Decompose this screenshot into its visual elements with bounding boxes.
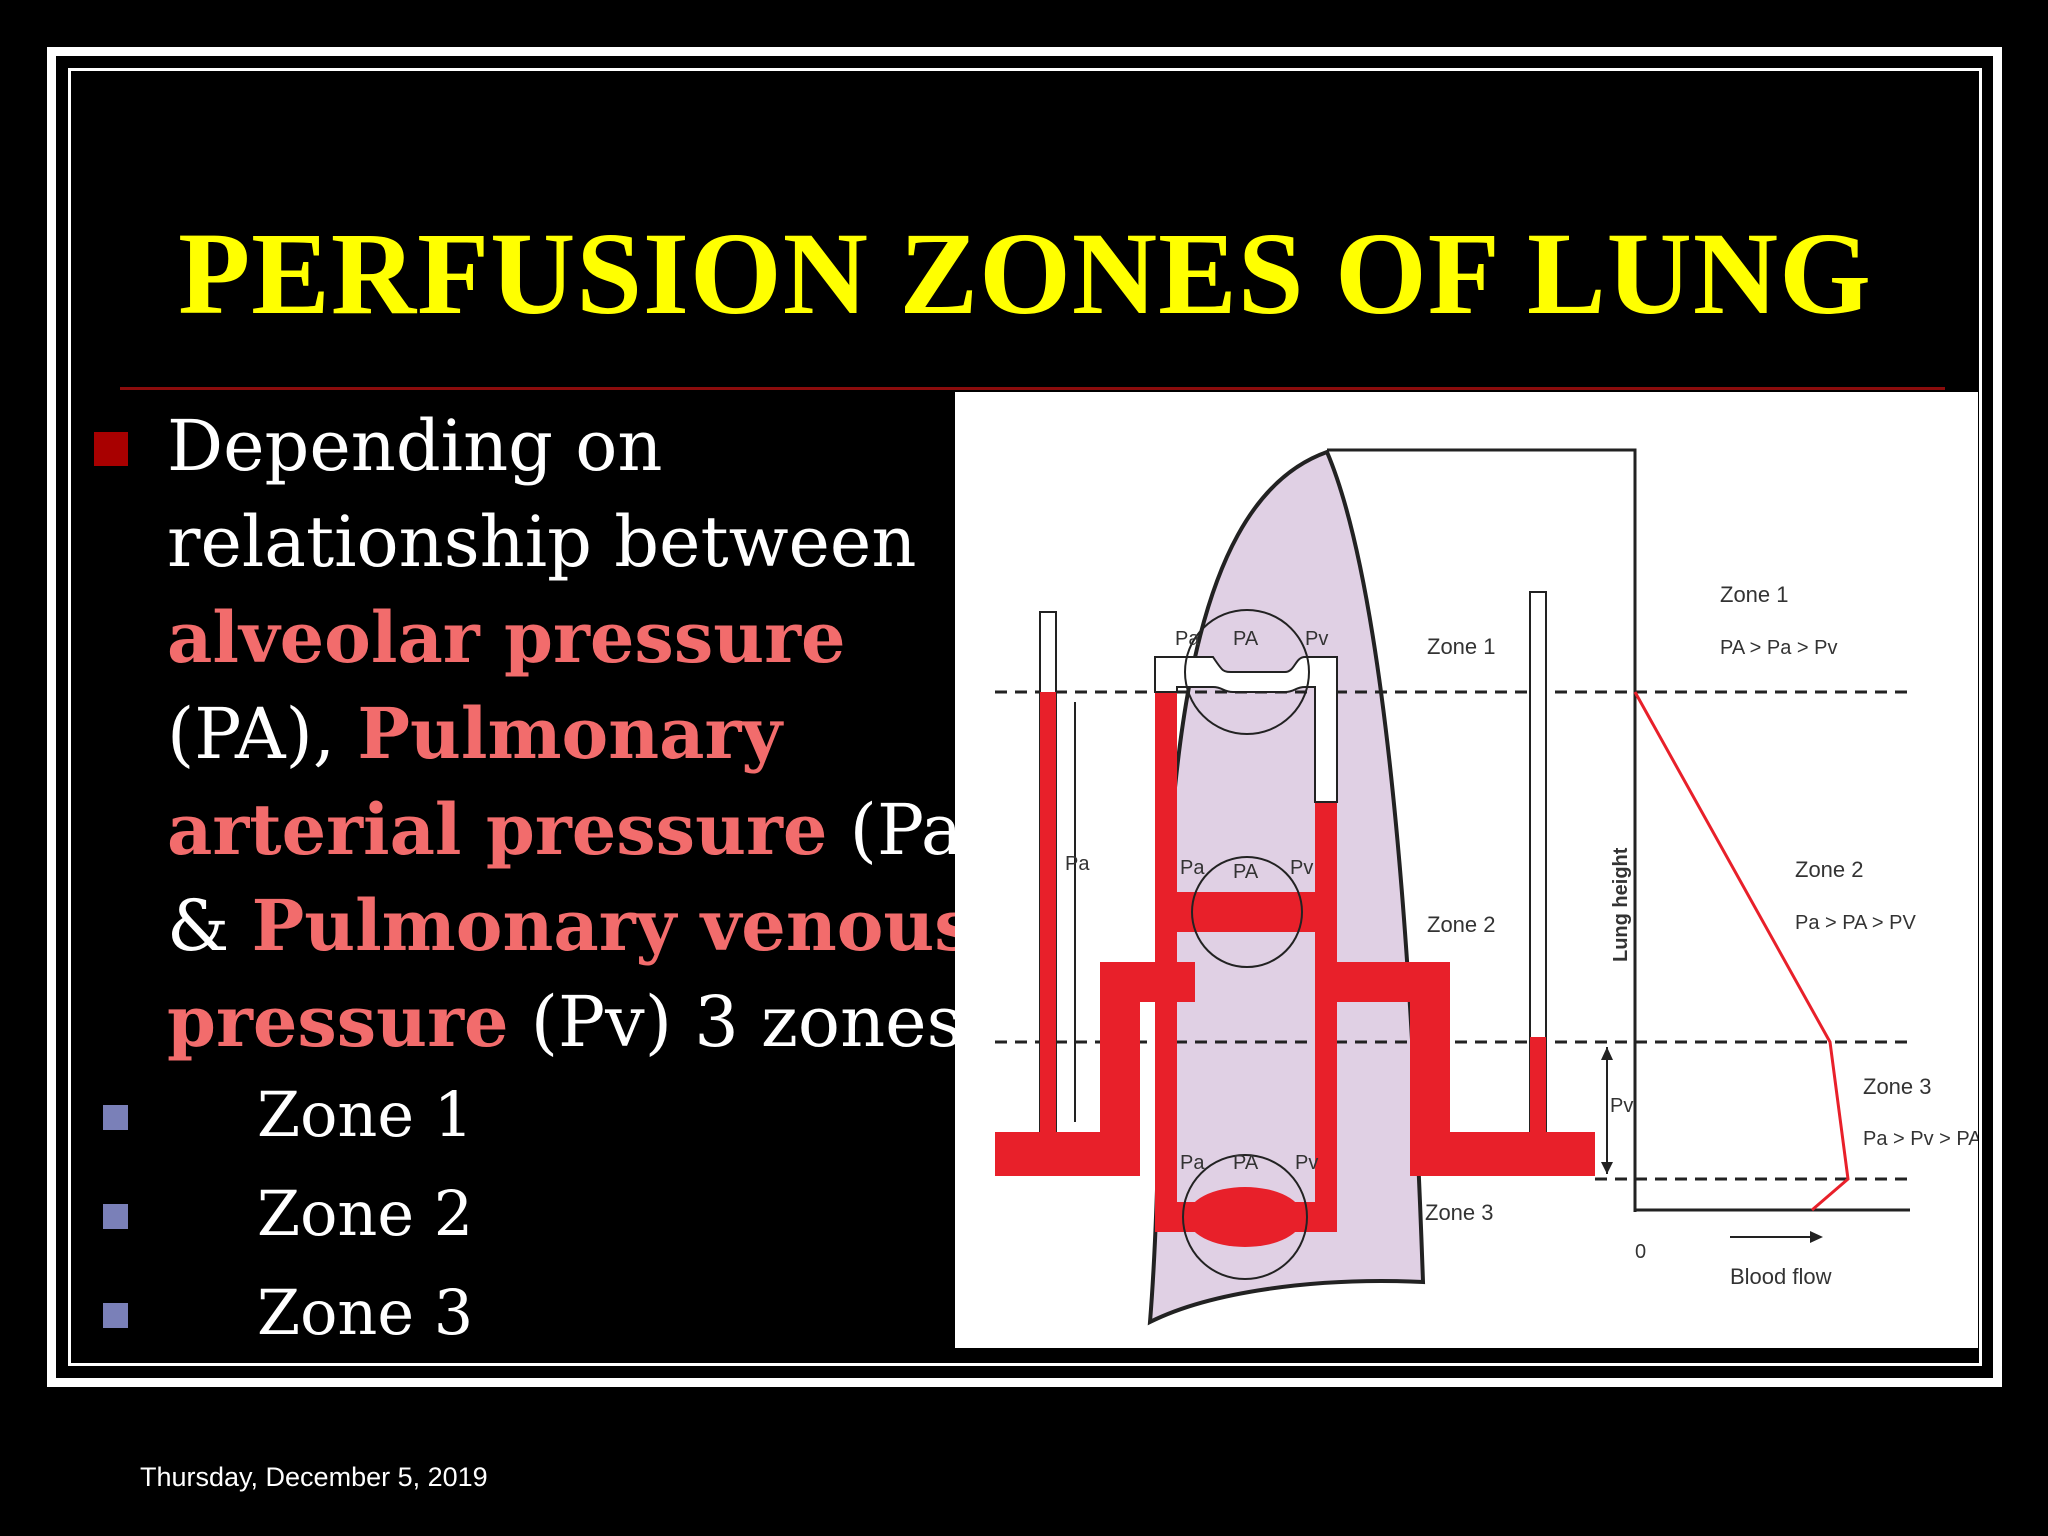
bullet-square-icon <box>94 432 128 466</box>
label-pv-zone-2: Pv <box>1290 857 1313 879</box>
highlight-pulmonary-venous-pressure: Pulmonary venous pressure <box>167 884 974 1063</box>
blood-flow-curve <box>1633 691 1850 1212</box>
label-zone-1: Zone 1 <box>1427 634 1496 659</box>
zone-2-alveolus <box>1191 856 1303 968</box>
zone-3-alveolus <box>1182 1154 1308 1280</box>
label-lung-height: Lung height <box>1610 847 1632 962</box>
label-PA-zone-1: PA <box>1233 628 1259 650</box>
sub-bullet-square-icon <box>103 1303 128 1328</box>
label-pv-zone-1: Pv <box>1305 628 1328 650</box>
condition-zone-1: PA > Pa > Pv <box>1720 637 1837 659</box>
main-bullet-text: Depending on relationship between alveol… <box>167 398 1027 1070</box>
pv-arrow-down-icon <box>1601 1162 1613 1174</box>
sub-bullet-label: Zone 2 <box>257 1177 474 1250</box>
sub-bullet-zone-2: Zone 2 <box>103 1169 603 1259</box>
condition-zone-2: Pa > PA > PV <box>1795 912 1916 934</box>
label-PA-zone-3: PA <box>1233 1152 1259 1174</box>
label-zone-3-right: Zone 3 <box>1863 1074 1932 1099</box>
slide-outer-border <box>47 47 2002 1387</box>
arterial-blood-column <box>1040 692 1056 1132</box>
label-blood-flow: Blood flow <box>1730 1264 1832 1289</box>
blood-vessel-network <box>995 692 1595 1232</box>
sub-bullet-zone-1: Zone 1 <box>103 1070 603 1160</box>
label-pv-measure: Pv <box>1610 1095 1633 1117</box>
label-zone-3: Zone 3 <box>1425 1200 1494 1225</box>
text-part: (Pv) 3 zones <box>508 981 963 1063</box>
slide-title: PERFUSION ZONES OF LUNG <box>178 208 1872 339</box>
zone-1-alveolus <box>1184 609 1310 735</box>
sub-bullet-square-icon <box>103 1204 128 1229</box>
condition-zone-3: Pa > Pv > PA <box>1863 1128 1978 1150</box>
zone-3-distended-capillary <box>1187 1187 1303 1247</box>
sub-bullet-zone-3: Zone 3 <box>103 1268 603 1358</box>
sub-bullet-label: Zone 1 <box>257 1078 474 1151</box>
pv-arrow-up-icon <box>1601 1047 1613 1060</box>
lung-shape <box>1147 449 1426 1326</box>
text-part: (PA), <box>167 693 358 775</box>
label-zone-2: Zone 2 <box>1427 912 1496 937</box>
venous-blood-column <box>1530 1037 1546 1132</box>
label-pa-zone-3: Pa <box>1180 1152 1205 1174</box>
label-pa-manometer: Pa <box>1065 853 1090 875</box>
label-zone-1-right: Zone 1 <box>1720 582 1789 607</box>
highlight-alveolar-pressure: alveolar pressure <box>167 596 846 679</box>
sub-bullet-square-icon <box>103 1105 128 1130</box>
slide-date: Thursday, December 5, 2019 <box>140 1462 488 1492</box>
lung-height-top-line <box>1327 448 1637 1212</box>
sub-bullet-label: Zone 3 <box>257 1276 474 1349</box>
perfusion-zones-diagram: Pa PA Pv Zone 1 Pa Pa PA Pv Zone 2 Pv Pa… <box>955 392 1978 1348</box>
zone-1-collapsed-capillary <box>1154 656 1338 803</box>
label-pv-zone-3: Pv <box>1295 1152 1318 1174</box>
title-divider <box>120 387 1945 390</box>
label-pa-zone-2: Pa <box>1180 857 1205 879</box>
blood-flow-arrow-icon <box>1810 1231 1823 1243</box>
label-zone-2-right: Zone 2 <box>1795 857 1864 882</box>
label-zero: 0 <box>1635 1241 1646 1263</box>
label-PA-zone-2: PA <box>1233 861 1259 883</box>
slide-inner-border <box>68 68 1982 1366</box>
highlight-pulmonary-arterial-pressure: Pulmonary arterial pressure <box>167 692 828 871</box>
label-pa-zone-1: Pa <box>1175 628 1200 650</box>
text-part: Depending on relationship between <box>167 405 917 583</box>
